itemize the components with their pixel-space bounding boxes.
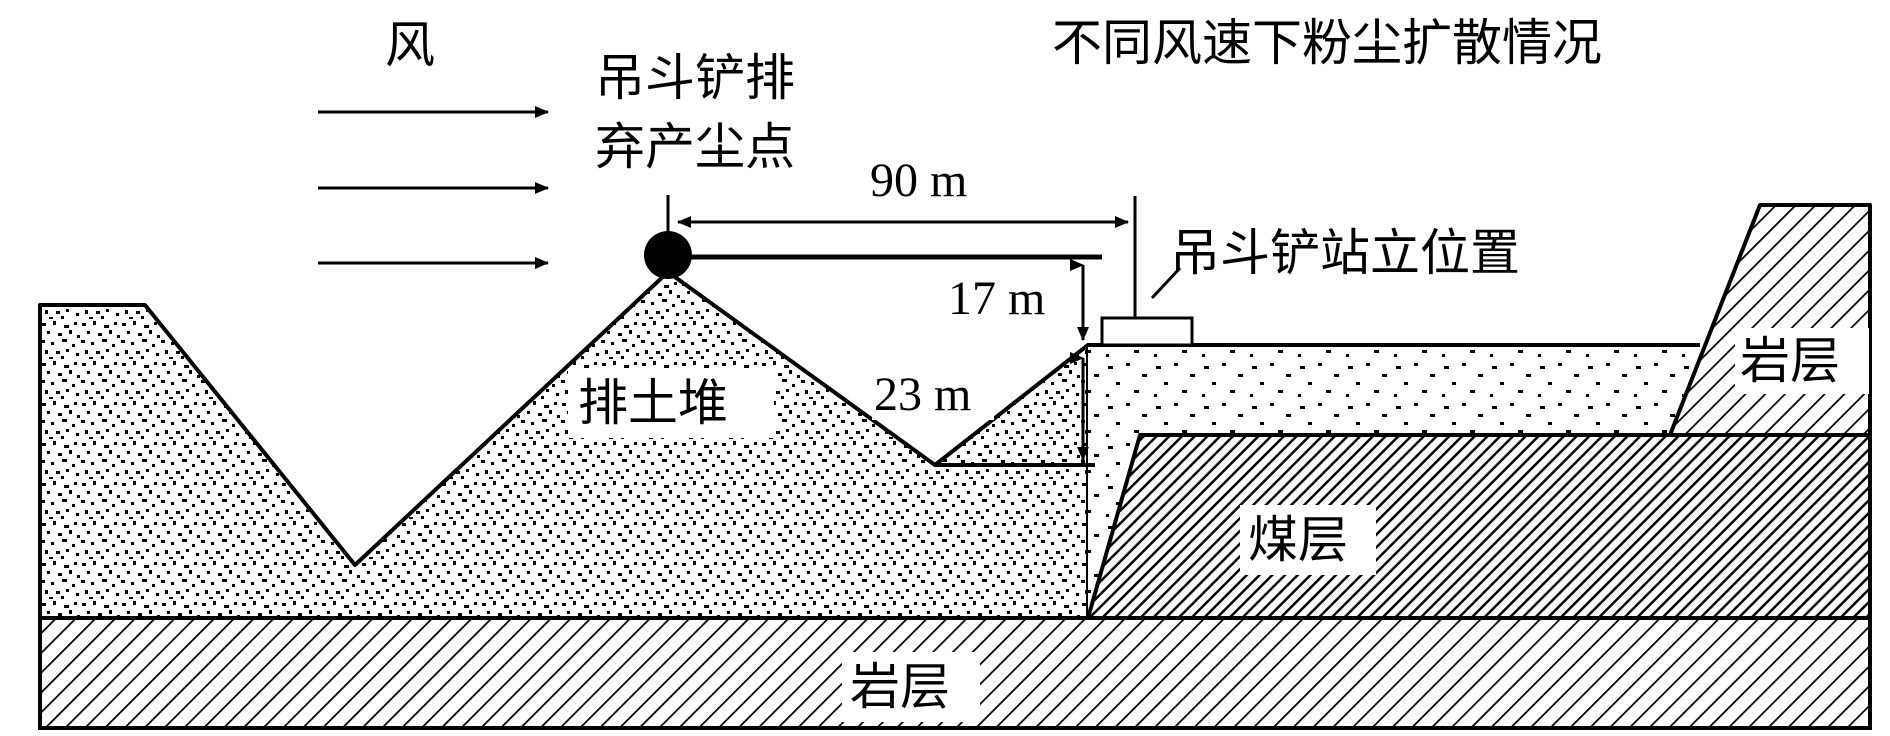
dragline-position-label: 吊斗铲站立位置 [1170,224,1520,282]
bottom-rock-label: 岩层 [850,658,950,716]
dump-pile-label-bg [568,368,774,438]
distance-label: 90 m [870,154,967,207]
position-leader-line [1150,266,1182,300]
coal-seam-fill [1086,433,1872,620]
bench-fill [1088,345,1700,618]
dragline-base [1100,316,1194,347]
lower-height-label: 23 m [874,368,971,421]
upper-height-label: 17 m [948,272,1045,325]
overburden-fill [38,270,1090,620]
coal-seam-label: 煤层 [1248,511,1348,569]
right-rock-layer [1668,203,1872,437]
right-rock-label-bg [1735,328,1869,394]
diagram-title: 不同风速下粉尘扩散情况 [1052,14,1602,72]
right-rock-label: 岩层 [1740,332,1840,390]
upper-height-label-bg [946,272,1068,324]
wind-label: 风 [385,16,435,74]
lower-height-label-bg [872,368,994,420]
bottom-rock-label-bg [842,652,980,722]
dust-point-label-line2: 弃产尘点 [595,118,795,176]
dump-pile-label: 排土堆 [578,374,728,432]
dust-point-label-line1: 吊斗铲排 [595,49,795,107]
coal-label-bg [1240,505,1376,575]
